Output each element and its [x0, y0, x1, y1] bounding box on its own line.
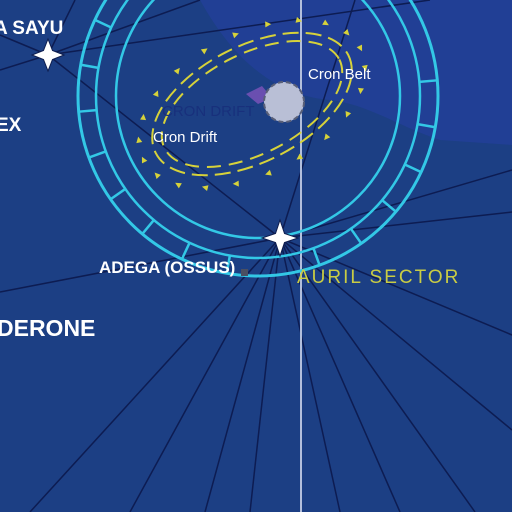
trail-arrow-icon	[152, 90, 159, 98]
trail-arrow-icon	[295, 16, 303, 23]
ring-tick	[180, 242, 191, 260]
trail-arrow-icon	[232, 32, 239, 39]
trail-arrow-icon	[324, 133, 331, 141]
hyperlane	[279, 237, 341, 512]
sector-label-auril: AURIL SECTOR	[297, 267, 460, 288]
feature-label-cron-drift[interactable]: Cron Drift	[153, 129, 218, 146]
ring-ticks	[78, 18, 438, 274]
hyperlane	[47, 54, 281, 239]
ring-tick	[349, 227, 363, 245]
trail-arrow-icon	[356, 44, 363, 52]
star-icon	[260, 218, 300, 258]
hyperlane	[279, 237, 512, 336]
ring-tick	[141, 219, 155, 235]
deep-space-region	[200, 0, 512, 145]
region-label-derone: DERONE	[0, 315, 95, 341]
ring-tick	[80, 63, 99, 70]
trail-arrow-icon	[343, 29, 350, 36]
hyperlane	[47, 0, 76, 56]
trail-arrow-icon	[232, 180, 239, 187]
hyperlane	[47, 0, 431, 56]
hyperlane	[279, 237, 476, 512]
hyperlane	[129, 237, 281, 512]
trail-arrow-icon	[200, 48, 208, 55]
ring-tick	[419, 79, 438, 84]
ring-tick	[312, 247, 321, 266]
trail-arrow-icon	[141, 156, 148, 164]
hyperlane	[279, 211, 512, 239]
trail-arrow-icon	[361, 64, 368, 72]
trail-arrow-icon	[265, 169, 272, 176]
region-label-ex: EX	[0, 115, 22, 136]
ring-tick	[78, 108, 97, 113]
hyperlane	[47, 0, 201, 56]
ring-tick	[109, 187, 127, 201]
cron-drift-trail	[151, 31, 353, 177]
middle-ring	[94, 0, 422, 260]
star-adega[interactable]	[260, 218, 300, 258]
trail-ellipse-inner	[160, 40, 344, 168]
trail-arrow-icon	[154, 172, 161, 179]
planet-icon	[263, 81, 305, 123]
trail-arrow-icon	[175, 182, 182, 189]
trail-arrow-icon	[201, 185, 209, 192]
hyperlane	[0, 237, 281, 293]
trail-arrow-icon	[357, 87, 364, 95]
hyperlane	[29, 237, 281, 512]
trail-arrows	[136, 16, 368, 192]
trail-arrow-icon	[296, 153, 304, 160]
hyperlane	[249, 237, 281, 512]
hyperlane	[279, 237, 512, 431]
feature-label-cron-belt[interactable]: Cron Belt	[308, 66, 371, 83]
feature-label-cron-drift-faded: CRON DRIFT	[162, 103, 255, 120]
trail-arrow-icon	[140, 113, 147, 121]
outer-ring	[76, 0, 440, 278]
ring-tick	[225, 255, 232, 274]
inner-ring	[114, 0, 402, 240]
trail-arrow-icon	[265, 21, 272, 28]
ring-tick	[417, 122, 436, 129]
hyperlane	[204, 237, 281, 512]
ring-tick	[381, 199, 397, 213]
star-a-sayu[interactable]	[30, 37, 66, 73]
ring-tick	[88, 150, 107, 159]
cron-belt-planet[interactable]	[246, 81, 305, 123]
location-marker-icon	[241, 269, 248, 276]
system-label-a-sayu[interactable]: A SAYU	[0, 18, 63, 39]
star-icon	[30, 37, 66, 73]
ring-tick	[94, 18, 112, 29]
trail-arrow-icon	[136, 136, 143, 144]
system-label-adega[interactable]: ADEGA (OSSUS)	[99, 258, 235, 277]
trail-ellipse-outer	[151, 31, 353, 177]
orbit-rings	[76, 0, 440, 278]
trail-arrow-icon	[173, 67, 180, 75]
trail-arrow-icon	[322, 19, 329, 26]
ring-tick	[404, 163, 422, 174]
hyperlane	[279, 169, 512, 239]
trail-arrow-icon	[345, 110, 352, 118]
